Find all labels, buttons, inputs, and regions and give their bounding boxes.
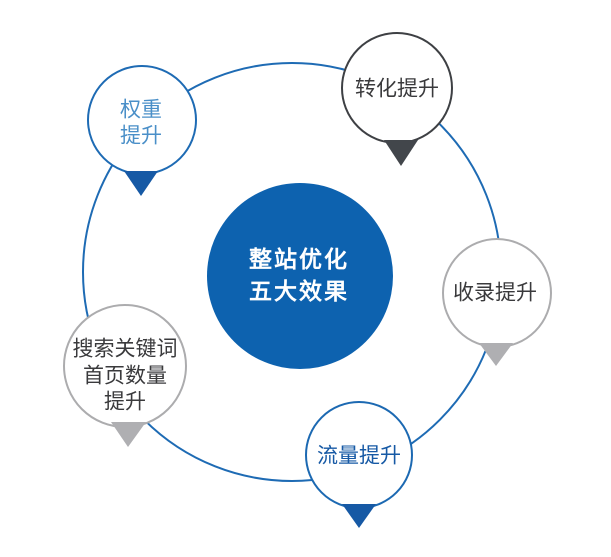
node-traffic-boost: 流量提升 bbox=[305, 401, 413, 528]
keyword-ranking-label-line2: 首页数量 bbox=[83, 365, 167, 388]
traffic-boost-label: 流量提升 bbox=[317, 445, 401, 468]
center-circle bbox=[207, 183, 393, 369]
center-label-line2: 五大效果 bbox=[249, 278, 349, 304]
center-node: 整站优化 五大效果 bbox=[207, 183, 393, 369]
weight-boost-pin-triangle-icon bbox=[124, 171, 158, 196]
keyword-ranking-pin-triangle-icon bbox=[111, 422, 146, 447]
weight-boost-label-line2: 提升 bbox=[120, 125, 162, 148]
indexing-boost-pin-triangle-icon bbox=[479, 343, 513, 366]
conversion-boost-label: 转化提升 bbox=[355, 78, 439, 101]
conversion-boost-pin-triangle-icon bbox=[384, 140, 418, 166]
node-weight-boost: 权重 提升 bbox=[87, 65, 197, 196]
node-keyword-ranking-boost: 搜索关键词 首页数量 提升 bbox=[63, 304, 187, 447]
weight-boost-label-line1: 权重 bbox=[120, 99, 162, 122]
node-indexing-boost: 收录提升 bbox=[442, 238, 552, 366]
center-label-line1: 整站优化 bbox=[249, 246, 349, 272]
keyword-ranking-label-line3: 提升 bbox=[104, 391, 146, 414]
node-conversion-boost: 转化提升 bbox=[341, 32, 453, 166]
indexing-boost-label: 收录提升 bbox=[453, 282, 537, 305]
traffic-boost-pin-triangle-icon bbox=[342, 504, 376, 528]
keyword-ranking-label-line1: 搜索关键词 bbox=[73, 338, 178, 361]
